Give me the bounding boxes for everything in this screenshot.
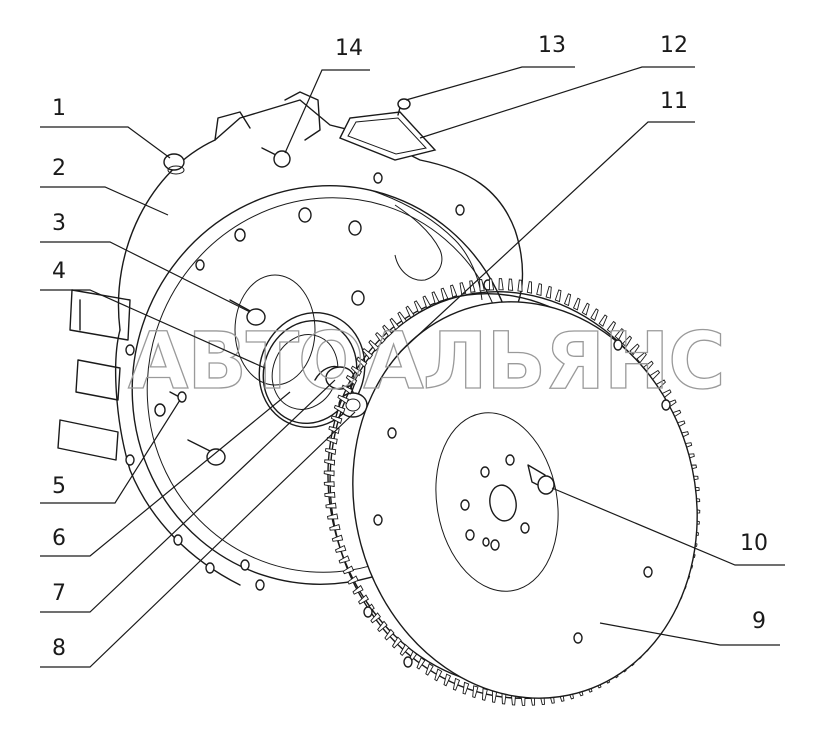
gear-tooth xyxy=(614,327,625,341)
callout-labels: 1 2 3 4 5 6 7 8 9 10 11 12 13 14 xyxy=(52,33,768,661)
gear-tooth xyxy=(377,620,388,633)
gear-tooth xyxy=(370,612,382,624)
gear-tooth xyxy=(330,415,343,424)
gear-tooth xyxy=(368,339,380,352)
gear-tooth xyxy=(413,300,423,314)
gear-tooth xyxy=(399,643,410,657)
gear-tooth xyxy=(629,343,640,356)
gear-tooth xyxy=(622,335,633,348)
gear-tooth xyxy=(333,404,346,414)
gear-tooth xyxy=(341,384,353,395)
callout-14: 14 xyxy=(335,36,363,61)
gear-tooth xyxy=(384,628,395,641)
gear-tooth xyxy=(482,688,488,701)
callout-7: 7 xyxy=(52,581,66,606)
gear-tooth xyxy=(554,289,562,303)
callout-2: 2 xyxy=(52,156,66,181)
gear-tooth xyxy=(342,565,355,575)
callout-11: 11 xyxy=(660,89,688,114)
gear-tooth xyxy=(326,513,339,520)
gear-tooth xyxy=(606,320,617,334)
gear-tooth xyxy=(536,283,542,296)
gear-tooth xyxy=(431,291,440,305)
gear-tooth xyxy=(350,365,362,377)
gear-tooth xyxy=(416,657,426,670)
gear-tooth xyxy=(462,681,470,695)
gear-tooth xyxy=(382,324,393,337)
gear-tooth xyxy=(488,278,495,291)
gear-tooth xyxy=(498,278,504,291)
gear-tooth xyxy=(425,663,434,676)
gear-tooth xyxy=(397,311,408,325)
gear-tooth xyxy=(389,317,400,331)
gear-tooth xyxy=(391,636,402,649)
gear-tooth xyxy=(323,481,335,488)
gear-tooth xyxy=(459,282,467,295)
gear-tooth xyxy=(334,544,347,553)
gear-tooth xyxy=(356,356,368,368)
gear-tooth xyxy=(526,281,533,294)
gear-tooth xyxy=(329,524,341,531)
callout-12: 12 xyxy=(660,33,688,58)
callout-8: 8 xyxy=(52,636,66,661)
callout-9: 9 xyxy=(752,609,766,634)
gear-tooth xyxy=(324,491,336,498)
gear-tooth xyxy=(517,279,523,293)
gear-tooth xyxy=(479,279,485,292)
gear-tooth xyxy=(507,278,514,291)
gear-tooth xyxy=(469,280,476,293)
gear-tooth xyxy=(358,594,370,605)
gear-tooth xyxy=(440,287,449,301)
gear-tooth xyxy=(324,459,336,466)
gear-tooth xyxy=(337,394,349,405)
gear-tooth xyxy=(331,534,344,542)
gear-tooth xyxy=(362,347,374,360)
gear-tooth xyxy=(449,284,458,298)
callout-5: 5 xyxy=(52,474,66,499)
gear-tooth xyxy=(472,685,479,699)
gear-tooth xyxy=(326,437,338,445)
leader-lines xyxy=(40,66,785,668)
callout-4: 4 xyxy=(52,259,66,284)
gear-tooth xyxy=(375,331,386,345)
gear-tooth xyxy=(590,308,599,321)
flywheel xyxy=(323,278,701,706)
gear-tooth xyxy=(325,448,337,456)
gear-tooth xyxy=(443,673,452,687)
gear-tooth xyxy=(452,677,461,691)
gear-tooth xyxy=(598,314,608,327)
gear-tooth xyxy=(422,295,432,309)
gear-tooth xyxy=(572,297,581,311)
callout-13: 13 xyxy=(538,33,566,58)
gear-tooth xyxy=(325,502,337,509)
gear-tooth xyxy=(345,374,358,386)
gear-tooth xyxy=(352,584,364,595)
gear-tooth xyxy=(563,293,572,307)
callout-3: 3 xyxy=(52,211,66,236)
gear-tooth xyxy=(581,302,590,316)
inspection-cover xyxy=(339,98,437,161)
callout-1: 1 xyxy=(52,96,66,121)
gear-tooth xyxy=(338,555,350,564)
gear-tooth xyxy=(405,305,415,319)
callout-10: 10 xyxy=(740,531,768,556)
gear-tooth xyxy=(347,575,359,585)
watermark: АВТОАЛЬЯНС xyxy=(128,317,725,407)
gear-tooth xyxy=(545,285,552,299)
gear-tooth xyxy=(636,351,647,364)
gear-tooth xyxy=(328,426,340,435)
gear-tooth xyxy=(323,470,335,477)
callout-6: 6 xyxy=(52,526,66,551)
gear-tooth xyxy=(434,668,443,682)
